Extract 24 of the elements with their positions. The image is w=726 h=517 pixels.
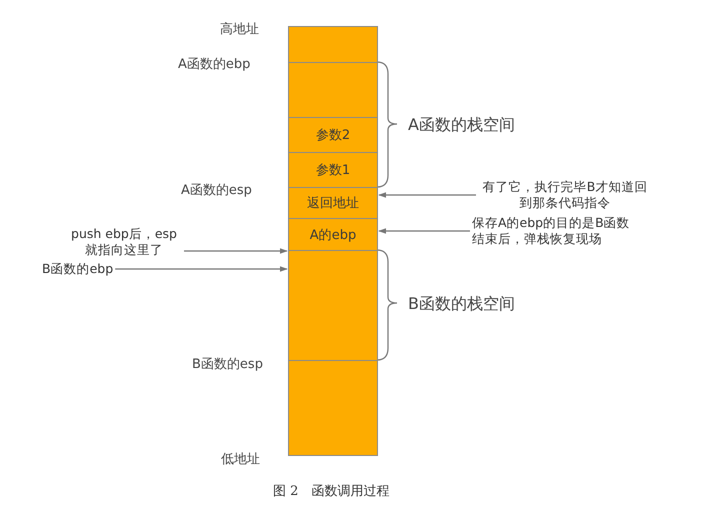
register-label: A函数的esp bbox=[181, 182, 252, 199]
register-label: A函数的ebp bbox=[178, 56, 250, 73]
address-label: 低地址 bbox=[221, 451, 260, 468]
stack-cell: 返回地址 bbox=[288, 187, 378, 219]
figure-caption: 图 2 函数调用过程 bbox=[273, 483, 390, 500]
register-label: B函数的esp bbox=[192, 356, 263, 373]
stack-cell bbox=[288, 360, 378, 456]
annotation-text: push ebp后，esp就指向这里了 bbox=[66, 226, 182, 258]
stack-cell bbox=[288, 250, 378, 361]
stack-cell bbox=[288, 26, 378, 63]
stack-cell: 参数1 bbox=[288, 152, 378, 188]
stack-cell: 参数2 bbox=[288, 117, 378, 153]
arrow bbox=[115, 266, 288, 272]
bracket-label: A函数的栈空间 bbox=[408, 115, 515, 136]
arrow bbox=[378, 192, 476, 198]
stack-cell bbox=[288, 62, 378, 118]
annotation-text: B函数的ebp bbox=[42, 261, 114, 277]
annotation-text: 保存A的ebp的目的是B函数结束后，弹栈恢复现场 bbox=[472, 215, 638, 247]
address-label: 高地址 bbox=[220, 21, 259, 38]
annotation-text: 有了它，执行完毕B才知道回到那条代码指令 bbox=[478, 179, 652, 211]
arrow bbox=[378, 228, 470, 234]
bracket-label: B函数的栈空间 bbox=[408, 294, 515, 315]
arrow bbox=[184, 248, 288, 254]
stack-cell: A的ebp bbox=[288, 218, 378, 251]
